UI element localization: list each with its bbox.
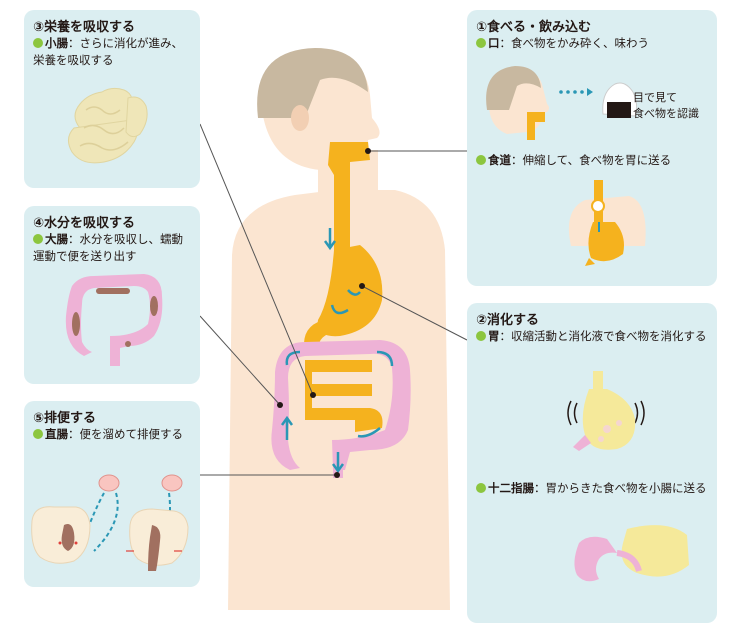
panel-description: 直腸：便を溜めて排便する: [33, 426, 193, 443]
mouth-description: 口：食べ物をかみ砕く、味わう: [476, 35, 710, 52]
organ-description: ：水分を吸収し、蠕動運動で便を送り出す: [33, 232, 183, 263]
bullet-icon: [33, 38, 43, 48]
panel-digest: ②消化する 胃：収縮活動と消化液で食べ物を消化する 十二指腸：胃からきた食べ物を…: [467, 303, 717, 623]
hair: [257, 48, 368, 118]
organ-label: 大腸: [45, 232, 68, 246]
leader-lines: [199, 123, 468, 476]
flow-arrows: [280, 228, 394, 474]
stomach-description: 胃：収縮活動と消化液で食べ物を消化する: [476, 328, 710, 345]
organ-description: ：便を溜めて排便する: [68, 427, 183, 441]
panel-absorb-nutrients: ③栄養を吸収する 小腸：さらに消化が進み、栄養を吸収する: [24, 10, 200, 188]
eye-caption-line-2: 食べ物を認識: [633, 107, 699, 120]
panel-title: ③栄養を吸収する: [33, 20, 136, 35]
esophagus-tube: [328, 142, 370, 262]
panel-absorb-water: ④水分を吸収する 大腸：水分を吸収し、蠕動運動で便を送り出す: [24, 206, 200, 384]
organ-description: ：胃からきた食べ物を小腸に送る: [534, 481, 707, 495]
rectum-1: [61, 524, 75, 551]
panel-description: 小腸：さらに消化が進み、栄養を吸収する: [33, 35, 193, 69]
duodenum-description: 十二指腸：胃からきた食べ物を小腸に送る: [476, 480, 710, 497]
organ-label: 直腸: [45, 427, 68, 441]
organ-description: ：伸縮して、食べ物を胃に送る: [511, 153, 672, 167]
esophagus-description: 食道：伸縮して、食べ物を胃に送る: [476, 152, 710, 169]
panel-description: 大腸：水分を吸収し、蠕動運動で便を送り出す: [33, 231, 193, 265]
bullet-icon: [476, 38, 486, 48]
small-intestine-shape: [305, 360, 383, 432]
panel-title: ⑤排便する: [33, 411, 97, 426]
organ-description: ：食べ物をかみ砕く、味わう: [499, 36, 650, 50]
mouth-illustration: [486, 66, 646, 266]
large-intestine-shape: [271, 340, 411, 470]
stomach-illustration: [567, 371, 689, 582]
panel-title: ①食べる・飲み込む: [476, 20, 592, 35]
ear: [291, 105, 309, 131]
bullet-icon: [476, 331, 486, 341]
eye-caption-line-1: 目で見て: [633, 91, 677, 104]
bullet-icon: [476, 483, 486, 493]
organ-label: 口: [488, 36, 500, 50]
organ-label: 胃: [488, 329, 500, 343]
rectum-2: [148, 525, 161, 571]
panel-excrete: ⑤排便する 直腸：便を溜めて排便する: [24, 401, 200, 587]
panel-title: ④水分を吸収する: [33, 216, 136, 231]
bullet-icon: [33, 429, 43, 439]
eye-caption: 目で見て 食べ物を認識: [633, 90, 699, 122]
organ-label: 十二指腸: [488, 481, 534, 495]
organ-description: ：収縮活動と消化液で食べ物を消化する: [499, 329, 707, 343]
brain-icon: [98, 474, 183, 492]
leader-dots: [277, 148, 371, 478]
panel-title: ②消化する: [476, 313, 540, 328]
organ-description: ：さらに消化が進み、栄養を吸収する: [33, 36, 183, 67]
onigiri-icon: [602, 82, 638, 118]
organ-label: 小腸: [45, 36, 68, 50]
organ-label: 食道: [488, 153, 511, 167]
rectum-illustration: [31, 474, 189, 571]
torso: [228, 190, 450, 610]
panel-eat-swallow: ①食べる・飲み込む 口：食べ物をかみ砕く、味わう 目で見て 食べ物を認識 食道：…: [467, 10, 717, 286]
small-intestine-illustration: [68, 87, 148, 164]
bullet-icon: [476, 155, 486, 165]
large-intestine-illustration: [65, 274, 163, 366]
bullet-icon: [33, 234, 43, 244]
